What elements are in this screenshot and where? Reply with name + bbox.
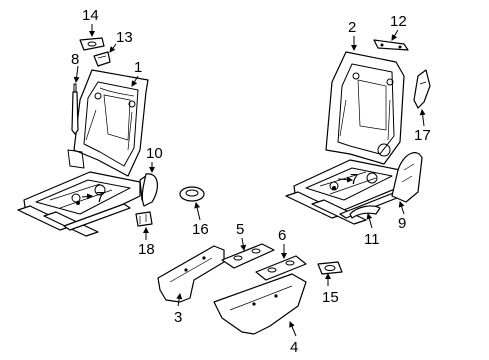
part-18-block (135, 211, 153, 227)
callout-13: 13 (116, 29, 133, 46)
callout-6: 6 (278, 227, 286, 244)
part-10-cover (141, 173, 158, 207)
leader-lines (73, 24, 426, 337)
callout-labels: 14 13 8 1 7 10 18 16 2 12 17 7 9 11 5 6 … (71, 7, 431, 356)
part-11-trim (349, 205, 381, 219)
callout-11: 11 (364, 231, 380, 248)
part-3-rail-bracket (157, 245, 225, 303)
part-15-grommet (317, 261, 343, 275)
callout-4: 4 (290, 339, 298, 356)
part-14-clip (79, 37, 105, 51)
callout-8: 8 (71, 51, 79, 68)
part-8-rod (71, 83, 79, 135)
callout-18: 18 (138, 241, 155, 258)
callout-9: 9 (398, 215, 406, 232)
callout-5: 5 (236, 221, 244, 238)
part-17-bracket (413, 69, 431, 109)
part-6-plate (255, 255, 307, 281)
left-seat-frame (17, 69, 149, 237)
callout-15: 15 (322, 289, 339, 306)
callout-10: 10 (146, 145, 163, 162)
part-13-bracket (93, 51, 111, 67)
callout-7-right: 7 (350, 171, 358, 188)
part-5-plate (221, 243, 275, 269)
part-4-rail-bracket (213, 273, 307, 335)
right-seat-frame (285, 51, 405, 225)
callout-12: 12 (390, 13, 407, 30)
callout-14: 14 (82, 7, 99, 24)
callout-17: 17 (414, 127, 431, 144)
callout-1: 1 (134, 59, 142, 76)
callout-16: 16 (192, 221, 209, 238)
part-9-side-shield (391, 152, 423, 203)
callout-3: 3 (174, 309, 182, 326)
callout-2: 2 (348, 19, 356, 36)
callout-7-left: 7 (96, 189, 104, 206)
part-16-grommet (179, 186, 205, 202)
part-12-plate (373, 39, 409, 51)
